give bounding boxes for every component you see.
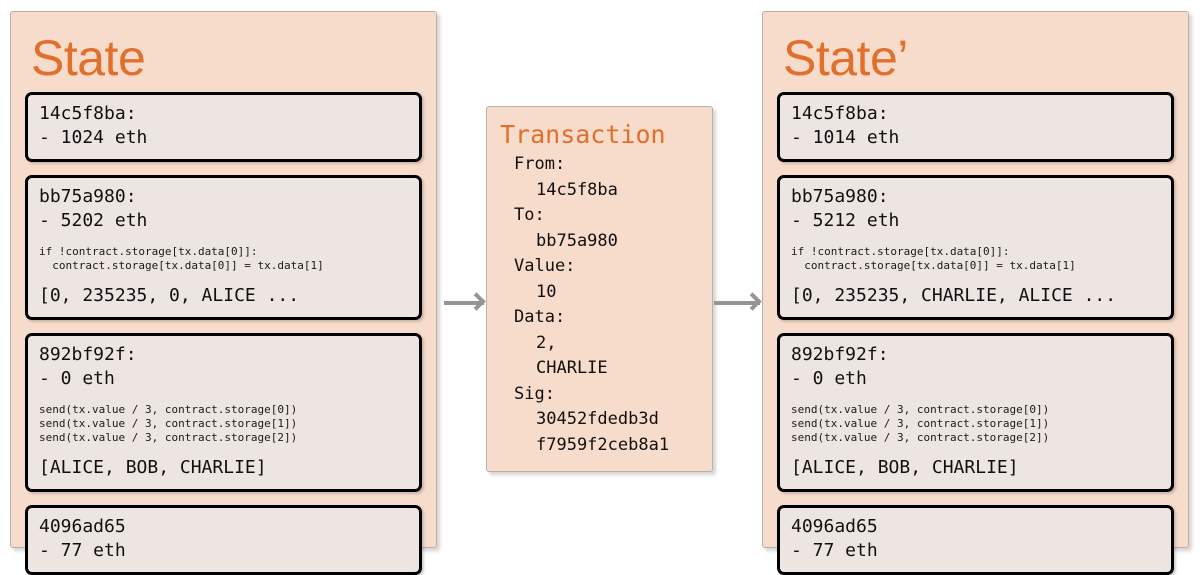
- account-header: bb75a980: - 5212 eth: [791, 186, 900, 231]
- diagram-canvas: State 14c5f8ba: - 1024 eth bb75a980: - 52…: [10, 11, 1189, 575]
- transaction-sig-label: Sig:: [514, 383, 555, 404]
- acct-14c5f8ba: 14c5f8ba: - 1014 eth: [777, 92, 1174, 162]
- acct-892bf92f: 892bf92f: - 0 eth send(tx.value / 3, cont…: [777, 333, 1174, 492]
- account-storage: [0, 235235, CHARLIE, ALICE ...: [791, 285, 1117, 306]
- transaction-data-value: 2, CHARLIE: [536, 332, 608, 379]
- state-prime-panel: State’ 14c5f8ba: - 1014 eth bb75a980: - 5…: [762, 11, 1189, 575]
- arrow-shaft: [444, 301, 484, 305]
- transaction-from-value: 14c5f8ba: [536, 179, 618, 200]
- transaction-panel-title: Transaction: [500, 120, 666, 149]
- state-account-list: 14c5f8ba: - 1024 eth bb75a980: - 5202 eth…: [11, 86, 436, 575]
- transaction-to-value: bb75a980: [536, 230, 618, 251]
- acct-892bf92f: 892bf92f: - 0 eth send(tx.value / 3, cont…: [25, 333, 422, 492]
- transaction-value-label: Value:: [514, 256, 576, 276]
- account-storage: [ALICE, BOB, CHARLIE]: [39, 457, 267, 478]
- state-prime-account-list: 14c5f8ba: - 1014 eth bb75a980: - 5212 eth…: [763, 86, 1188, 575]
- transaction-sig-value: 30452fdedb3d f7959f2ceb8a1: [536, 409, 670, 455]
- account-code: send(tx.value / 3, contract.storage[0]) …: [791, 403, 1050, 444]
- arrow-head-icon: [743, 292, 762, 311]
- account-code: if !contract.storage[tx.data[0]]: contra…: [39, 245, 324, 272]
- arrow-transaction-to-state-prime: [714, 290, 762, 316]
- account-header: 892bf92f: - 0 eth: [791, 344, 889, 389]
- account-header: 892bf92f: - 0 eth: [39, 344, 137, 389]
- account-header: 4096ad65 - 77 eth: [39, 516, 126, 561]
- transaction-to-label: To:: [514, 205, 545, 225]
- acct-bb75a980: bb75a980: - 5212 eth if !contract.storage…: [777, 175, 1174, 320]
- account-storage: [0, 235235, 0, ALICE ...: [39, 285, 300, 306]
- arrow-state-to-transaction: [444, 290, 486, 316]
- state-panel-title: State: [31, 30, 146, 86]
- acct-4096ad65: 4096ad65 - 77 eth: [777, 505, 1174, 575]
- account-storage: [ALICE, BOB, CHARLIE]: [791, 457, 1019, 478]
- account-code: send(tx.value / 3, contract.storage[0]) …: [39, 403, 298, 444]
- transaction-from-label: From:: [514, 154, 566, 174]
- state-prime-panel-title: State’: [783, 30, 908, 86]
- state-panel: State 14c5f8ba: - 1024 eth bb75a980: - 52…: [10, 11, 437, 575]
- arrow-head-icon: [467, 292, 486, 311]
- acct-14c5f8ba: 14c5f8ba: - 1024 eth: [25, 92, 422, 162]
- account-header: 14c5f8ba: - 1024 eth: [39, 103, 148, 148]
- transaction-value-value: 10: [536, 281, 557, 302]
- account-header: bb75a980: - 5202 eth: [39, 186, 148, 231]
- account-header: 14c5f8ba: - 1014 eth: [791, 103, 900, 148]
- account-code: if !contract.storage[tx.data[0]]: contra…: [791, 245, 1076, 272]
- acct-bb75a980: bb75a980: - 5202 eth if !contract.storage…: [25, 175, 422, 320]
- account-header: 4096ad65 - 77 eth: [791, 516, 878, 561]
- acct-4096ad65: 4096ad65 - 77 eth: [25, 505, 422, 575]
- arrow-shaft: [714, 301, 760, 305]
- transaction-data-label: Data:: [514, 307, 566, 327]
